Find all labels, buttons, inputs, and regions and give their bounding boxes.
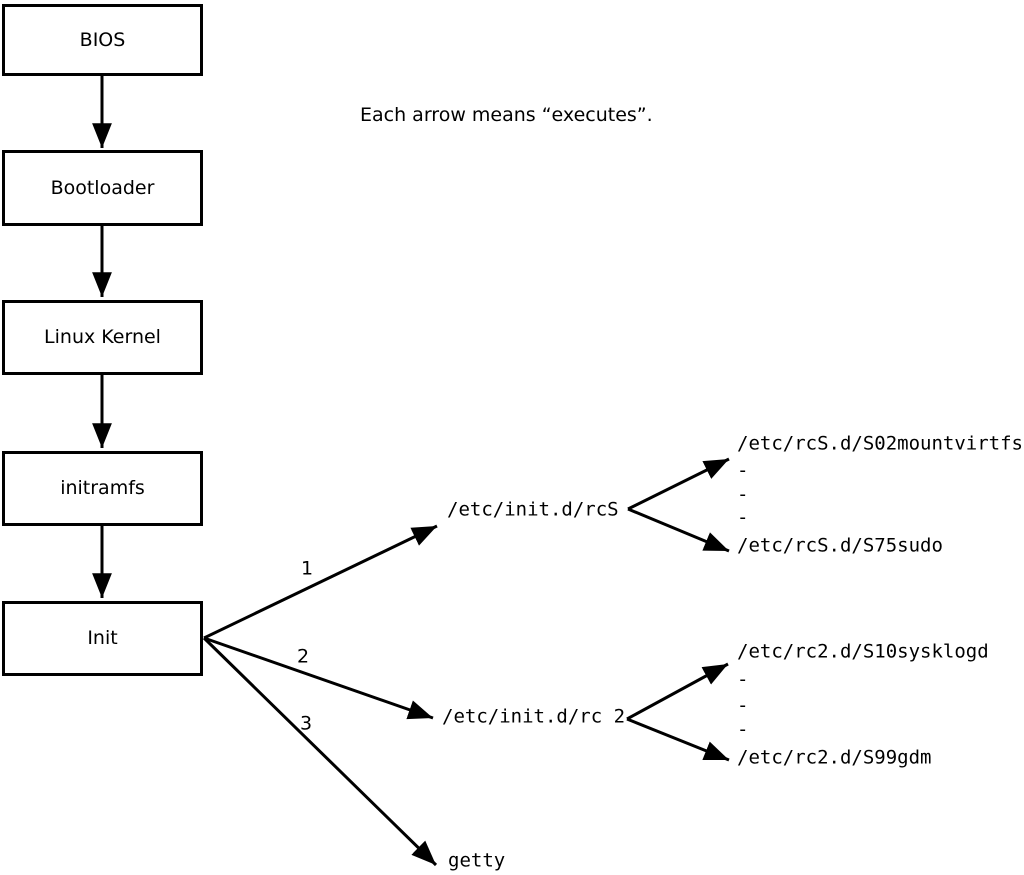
- target-getty: getty: [448, 849, 506, 872]
- ellipsis-dash: -: [737, 459, 749, 482]
- node-init: Init: [2, 601, 203, 676]
- edge-label-3: 3: [299, 712, 313, 735]
- node-bios: BIOS: [2, 4, 203, 76]
- arrow-init-to-rc2: [203, 636, 434, 720]
- arrow-rc2-to-last-script: [626, 717, 730, 762]
- node-linux-kernel: Linux Kernel: [2, 300, 203, 375]
- ellipsis-dash: -: [737, 506, 749, 529]
- node-bootloader: Bootloader: [2, 150, 203, 226]
- ellipsis-dash: -: [737, 483, 749, 506]
- arrow-rcs-to-first-script: [627, 457, 730, 511]
- arrow-rc2-to-first-script: [626, 662, 729, 721]
- node-initramfs: initramfs: [2, 451, 203, 526]
- legend-note: Each arrow means “executes”.: [360, 104, 653, 126]
- script-s99gdm: /etc/rc2.d/S99gdm: [737, 746, 932, 769]
- ellipsis-dash: -: [737, 718, 749, 741]
- arrow-init-to-rcs: [203, 524, 438, 640]
- ellipsis-dash: -: [737, 694, 749, 717]
- arrow-init-to-getty: [202, 636, 438, 867]
- ellipsis-dash: -: [737, 668, 749, 691]
- script-s10sysklogd: /etc/rc2.d/S10sysklogd: [737, 640, 989, 663]
- edge-label-1: 1: [300, 557, 314, 580]
- target-rcs: /etc/init.d/rcS: [447, 498, 619, 521]
- target-rc2: /etc/init.d/rc 2: [442, 705, 626, 728]
- edge-label-2: 2: [296, 645, 310, 668]
- script-s02mountvirtfs: /etc/rcS.d/S02mountvirtfs: [737, 432, 1023, 455]
- arrow-rcs-to-last-script: [627, 507, 730, 553]
- script-s75sudo: /etc/rcS.d/S75sudo: [737, 534, 943, 557]
